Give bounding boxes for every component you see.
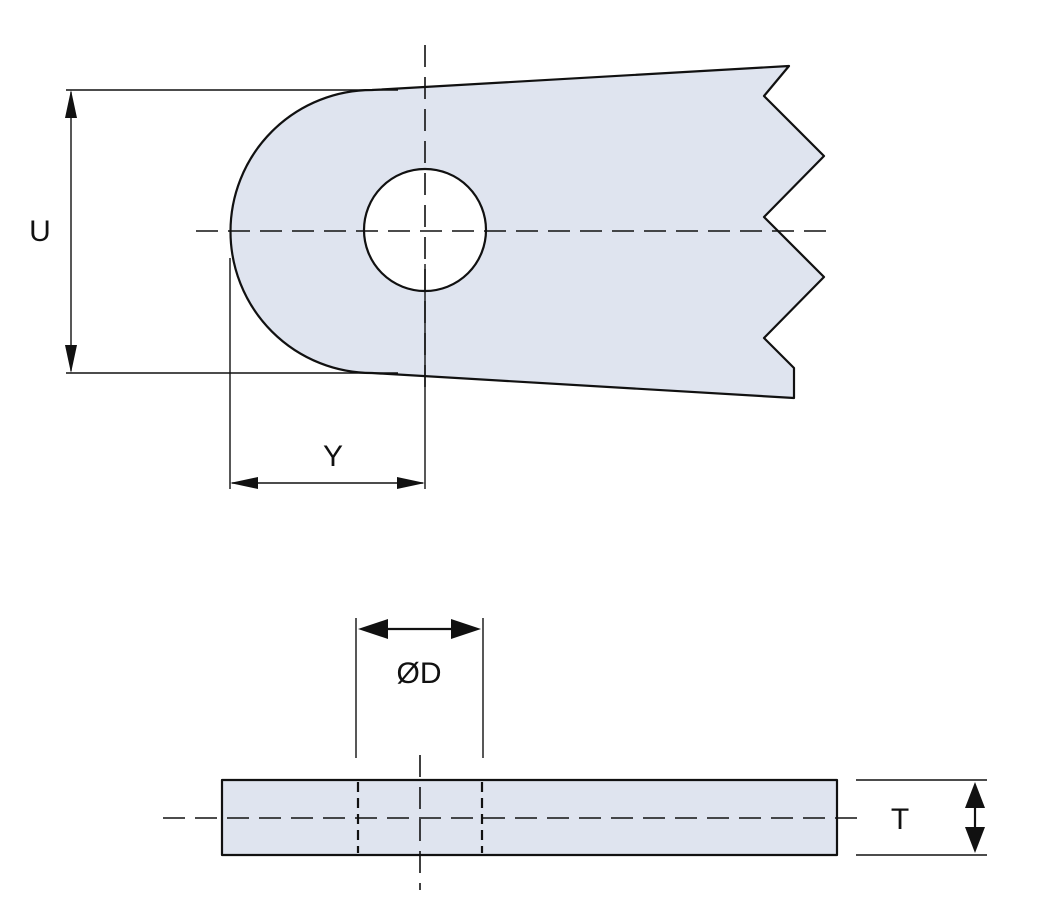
t-arrow-bottom [965, 827, 985, 853]
d-label: ØD [397, 657, 442, 690]
u-arrow-bottom [65, 345, 77, 373]
d-arrow-left [358, 619, 388, 639]
u-label: U [29, 215, 51, 248]
top-view: U Y [29, 45, 828, 489]
y-arrow-left [230, 477, 258, 489]
y-label: Y [323, 440, 343, 473]
y-arrow-right [397, 477, 425, 489]
t-arrow-top [965, 782, 985, 808]
d-arrow-right [451, 619, 481, 639]
t-label: T [891, 803, 909, 836]
u-arrow-top [65, 90, 77, 118]
side-view: ØD T [163, 618, 987, 890]
tab-outline [229, 64, 826, 400]
